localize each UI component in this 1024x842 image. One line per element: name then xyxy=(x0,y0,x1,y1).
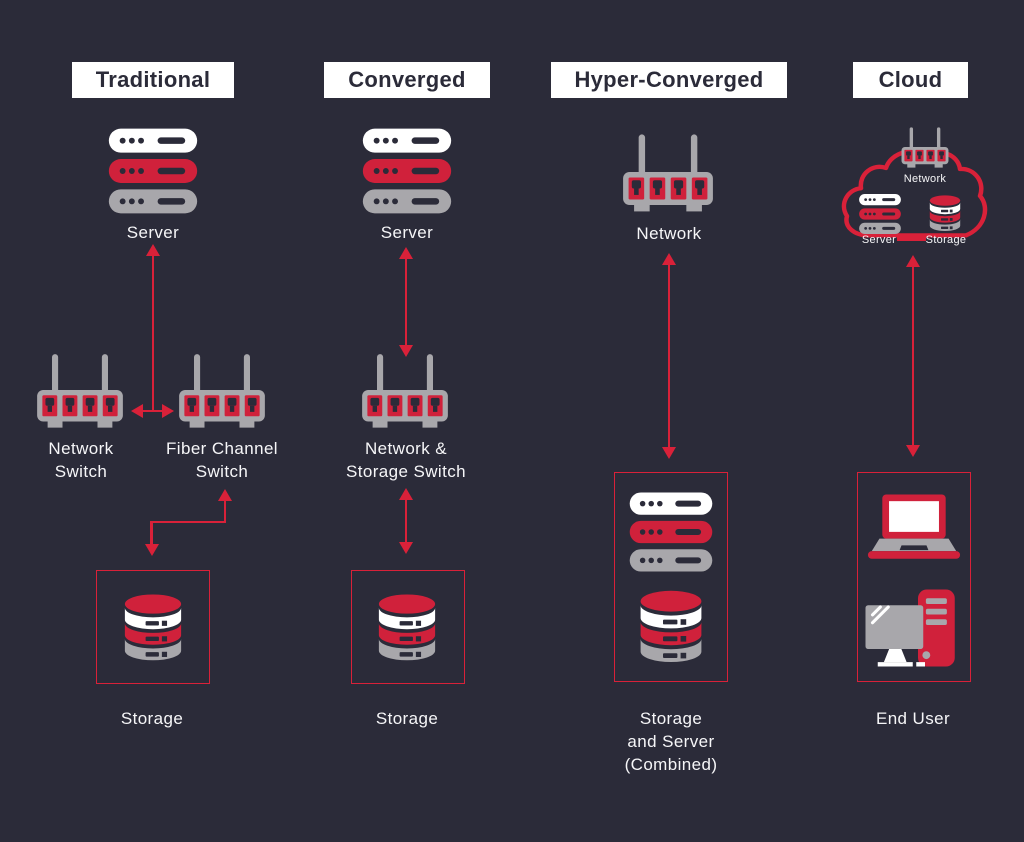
cloud-network-label: Network xyxy=(903,173,947,185)
combined-label: Storage and Server (Combined) xyxy=(624,709,718,774)
server-stack-icon xyxy=(361,126,453,216)
end-user-label: End User xyxy=(875,709,951,728)
cloud-network-router-icon xyxy=(901,124,949,170)
cloud-storage-icon xyxy=(925,192,965,234)
network-label: Network xyxy=(636,224,702,243)
cloud-server-storage-link xyxy=(897,237,926,241)
storage-db-icon xyxy=(116,589,190,665)
arrow-down-icon xyxy=(399,542,413,554)
network-switch-icon xyxy=(36,348,124,432)
storage-label: Storage xyxy=(120,709,184,728)
arrow-shaft xyxy=(911,265,915,447)
laptop-icon xyxy=(866,492,962,566)
network-switch-label: Network Switch xyxy=(48,439,114,481)
cloud-server-icon xyxy=(858,194,902,234)
arrow-down-icon xyxy=(906,445,920,457)
cloud-storage-label: Storage xyxy=(925,234,967,246)
arrow-up-to-fiber-switch-icon xyxy=(218,489,232,501)
storage-label: Storage xyxy=(375,709,439,728)
column-header-hyper-converged: Hyper-Converged xyxy=(551,62,787,98)
arrow-shaft xyxy=(150,520,153,547)
server-label: Server xyxy=(126,223,180,242)
cloud-server-label: Server xyxy=(861,234,897,246)
arrow-shaft xyxy=(150,520,226,523)
arrow-up-icon xyxy=(399,488,413,500)
combined-storage-db-icon xyxy=(631,585,711,667)
server-label: Server xyxy=(380,223,434,242)
arrow-shaft xyxy=(223,499,227,522)
fiber-channel-switch-label: Fiber Channel Switch xyxy=(166,439,278,481)
arrow-up-to-server-icon xyxy=(146,244,160,256)
end-user-box xyxy=(857,472,971,682)
fiber-channel-switch-icon xyxy=(178,348,266,432)
arrow-shaft xyxy=(667,263,671,449)
arrow-down-to-storage-icon xyxy=(144,544,159,556)
arrow-right-to-fiber-switch-icon xyxy=(162,404,174,418)
combined-storage-server-box xyxy=(614,472,728,682)
arrow-down-icon xyxy=(662,447,676,459)
network-storage-switch-label: Network & Storage Switch xyxy=(346,439,466,481)
storage-box xyxy=(96,570,210,684)
arrow-up-icon xyxy=(399,247,413,259)
arrow-shaft xyxy=(151,254,155,411)
arrow-up-icon xyxy=(906,255,920,267)
arrow-left-to-network-switch-icon xyxy=(131,404,143,418)
desktop-icon xyxy=(861,586,961,670)
storage-box xyxy=(351,570,465,684)
network-router-icon xyxy=(622,128,714,216)
network-storage-switch-icon xyxy=(360,348,450,432)
combined-server-stack-icon xyxy=(628,490,714,574)
column-header-cloud: Cloud xyxy=(853,62,968,98)
storage-db-icon xyxy=(370,589,444,665)
arrow-up-icon xyxy=(662,253,676,265)
arrow-shaft xyxy=(140,409,166,412)
column-header-traditional: Traditional xyxy=(72,62,234,98)
arrow-shaft xyxy=(404,257,408,347)
arrow-down-icon xyxy=(399,345,413,357)
server-stack-icon xyxy=(107,126,199,216)
arrow-shaft xyxy=(404,498,408,544)
column-header-converged: Converged xyxy=(324,62,490,98)
